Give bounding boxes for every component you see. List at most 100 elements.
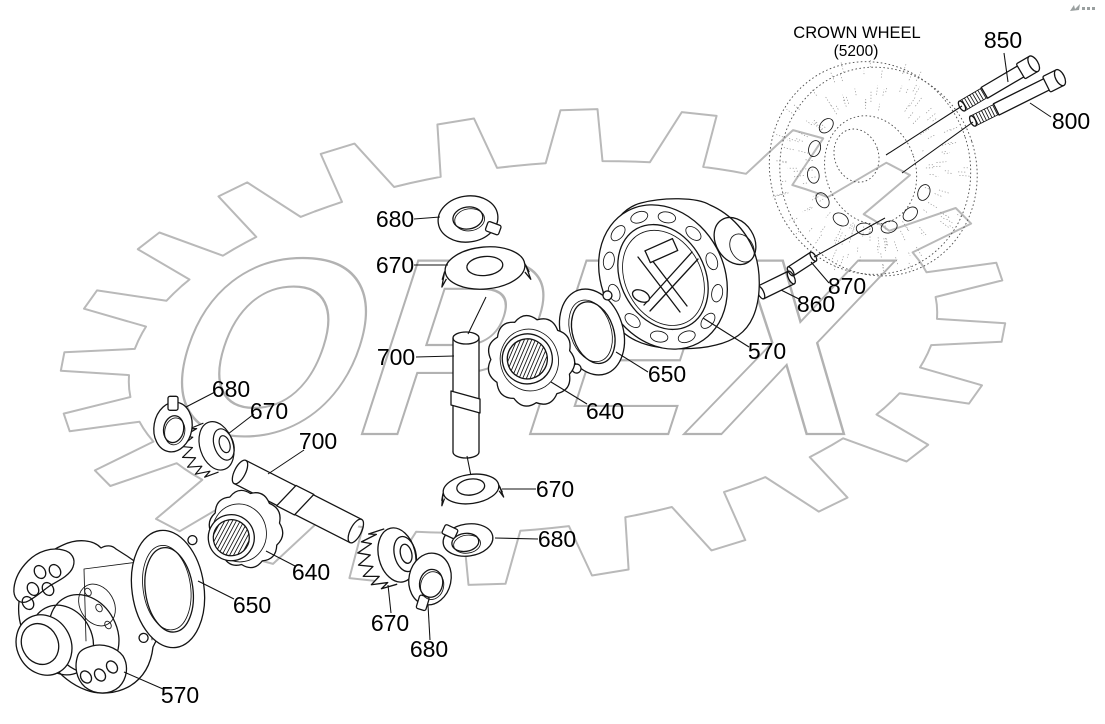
bolt-800-alignment-line xyxy=(901,121,974,174)
leader-callout-870 xyxy=(810,261,830,284)
shaft-axis-lines xyxy=(466,296,487,477)
gasket-lug xyxy=(138,632,149,644)
callout-700-left: 700 xyxy=(299,428,337,454)
corner-watermark-artifact xyxy=(1070,4,1095,11)
pin-body xyxy=(757,270,795,300)
callout-680-right: 680 xyxy=(538,526,576,552)
artifact-dot xyxy=(1087,7,1090,10)
callout-850: 850 xyxy=(984,27,1022,53)
crown-wheel-texture xyxy=(772,59,972,271)
callout-670-top: 670 xyxy=(376,252,414,278)
differential-case-half-570 xyxy=(13,540,163,694)
crown-wheel-title: CROWN WHEEL xyxy=(793,24,920,42)
case-inner-ring xyxy=(78,583,116,627)
shaft-bottom-end xyxy=(452,451,480,459)
case-rear-boss-face xyxy=(729,233,755,263)
leader-callout-700-left xyxy=(267,449,305,475)
callout-570-center: 570 xyxy=(748,338,786,364)
washer-tab xyxy=(167,395,179,411)
shaft-top-end xyxy=(452,331,480,345)
pinion-bore xyxy=(399,543,413,564)
callout-650-left: 650 xyxy=(233,592,271,618)
thrust-washer-680-left xyxy=(153,395,193,453)
case-bolt-hole xyxy=(79,670,93,684)
flange-inner-rim xyxy=(617,223,709,331)
crown-wheel-bolt-hole xyxy=(815,192,830,209)
crown-wheel-bolt-hole xyxy=(880,220,898,234)
leader-callout-680-bottom xyxy=(427,604,431,641)
crown-wheel-bolt-hole xyxy=(808,140,822,158)
case-flange-slot xyxy=(624,313,641,329)
spline-hatch xyxy=(213,519,250,557)
bolt-850-alignment-line xyxy=(885,105,963,156)
callout-860: 860 xyxy=(797,291,835,317)
washer-tab-shape xyxy=(441,524,459,540)
case-flange-slot xyxy=(630,210,649,224)
tab-edge xyxy=(649,250,679,264)
crown-wheel-bolt-hole xyxy=(818,118,834,134)
crown-wheel-bolt-hole xyxy=(902,206,918,222)
side-gear-shoulder xyxy=(499,328,559,392)
gasket-650-left xyxy=(130,529,206,649)
callout-870: 870 xyxy=(828,273,866,299)
bolt-thread xyxy=(970,103,1000,127)
side-gear-640-left xyxy=(207,489,284,569)
callout-670-bottom: 670 xyxy=(371,610,409,636)
gasket-lug xyxy=(187,534,198,546)
callout-650-center: 650 xyxy=(648,361,686,387)
thrust-washer-680-top xyxy=(437,195,502,243)
leader-callout-800 xyxy=(1029,102,1052,118)
case-neck-bore xyxy=(20,622,60,666)
callout-670-right: 670 xyxy=(536,476,574,502)
bolt-850 xyxy=(957,55,1041,112)
washer-hole xyxy=(452,206,484,230)
differential-case-570 xyxy=(598,198,760,350)
case-flange-slot xyxy=(685,225,702,241)
gasket-hole xyxy=(570,301,616,365)
case-inner-peg xyxy=(631,289,651,303)
bolt-shank xyxy=(980,65,1025,99)
leader-callout-860 xyxy=(780,289,800,300)
leader-callout-700-center xyxy=(415,355,455,358)
washer-tab-shape xyxy=(484,221,502,236)
washer-hole xyxy=(162,415,185,444)
spline-lines xyxy=(507,338,548,380)
case-flange-slot xyxy=(649,330,669,343)
callout-680-bottom: 680 xyxy=(410,636,448,662)
pinion-bore xyxy=(218,435,231,454)
callout-680-top: 680 xyxy=(376,206,414,232)
shaft-notch xyxy=(450,390,481,414)
bolt-800 xyxy=(968,68,1067,127)
case-bolt-hole xyxy=(105,660,119,674)
gasket-hole-edge xyxy=(142,545,192,631)
case-bolt-hole xyxy=(48,563,62,579)
case-flange-slot xyxy=(711,284,724,303)
pinion-gear-670-top xyxy=(441,246,532,290)
pinion-face xyxy=(393,535,418,573)
side-gear-spline-bore xyxy=(506,338,548,380)
crown-wheel-hub xyxy=(824,115,918,225)
case-flange-slot xyxy=(677,330,696,344)
pin-end xyxy=(809,251,818,262)
case-flange-slot xyxy=(602,251,615,270)
artifact-mark xyxy=(1070,4,1080,11)
pinion-crown xyxy=(442,473,500,505)
leader-callout-670-left xyxy=(227,413,255,435)
bolt-head-cap xyxy=(1053,68,1067,87)
center-parts-group xyxy=(437,195,626,557)
pin-alignment-line xyxy=(813,217,886,258)
thrust-washer-680-bottom xyxy=(408,552,452,612)
case-bolt-hole xyxy=(33,564,47,580)
callout-670-left: 670 xyxy=(250,398,288,424)
leader-callout-650-left xyxy=(197,580,235,600)
leader-callout-640-left xyxy=(265,550,296,567)
pinion-crown xyxy=(444,246,526,290)
pinion-face xyxy=(212,428,235,461)
case-inner-hole xyxy=(104,620,112,630)
case-flange-slot xyxy=(610,225,626,242)
leader-callout-640-center xyxy=(550,381,588,405)
crown-wheel-bore xyxy=(833,128,880,183)
bolt-thread xyxy=(958,87,988,112)
artifact-dot xyxy=(1082,7,1085,10)
